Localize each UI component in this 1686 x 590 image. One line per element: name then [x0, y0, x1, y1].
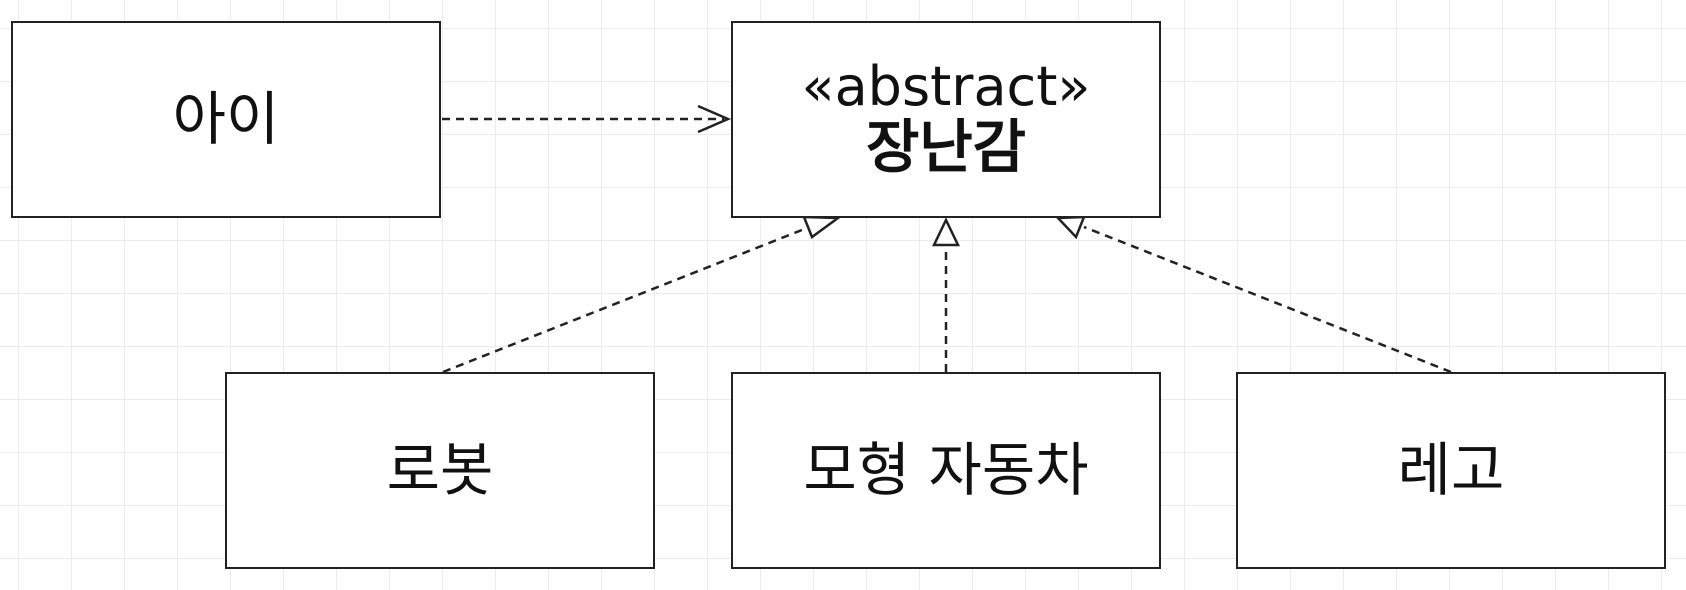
class-box-lego[interactable]: 레고 [1236, 372, 1666, 569]
hollow-triangle-head [1055, 215, 1086, 240]
realization-line [442, 224, 813, 374]
class-box-robot[interactable]: 로봇 [225, 372, 655, 569]
realization-line [1083, 225, 1452, 374]
open-arrow-head [697, 104, 732, 134]
class-name: 장난감 [865, 112, 1027, 181]
class-name: 모형 자동차 [803, 435, 1089, 504]
realization-edge-lego-to-toy [1055, 215, 1452, 374]
hollow-triangle-head [802, 215, 842, 239]
class-box-model-car[interactable]: 모형 자동차 [731, 372, 1161, 569]
class-box-child[interactable]: 아이 [11, 21, 441, 218]
hollow-triangle-head [932, 217, 960, 247]
realization-edge-model-car-to-toy [932, 217, 960, 372]
abstract-class-box-toy[interactable]: «abstract» 장난감 [731, 21, 1161, 218]
realization-edge-robot-to-toy [442, 215, 842, 374]
stereotype-label: «abstract» [801, 55, 1091, 119]
class-name: 레고 [1397, 435, 1505, 504]
class-name: 아이 [172, 84, 280, 153]
class-name: 로봇 [386, 435, 494, 504]
dependency-edge-child-to-toy [442, 104, 732, 134]
